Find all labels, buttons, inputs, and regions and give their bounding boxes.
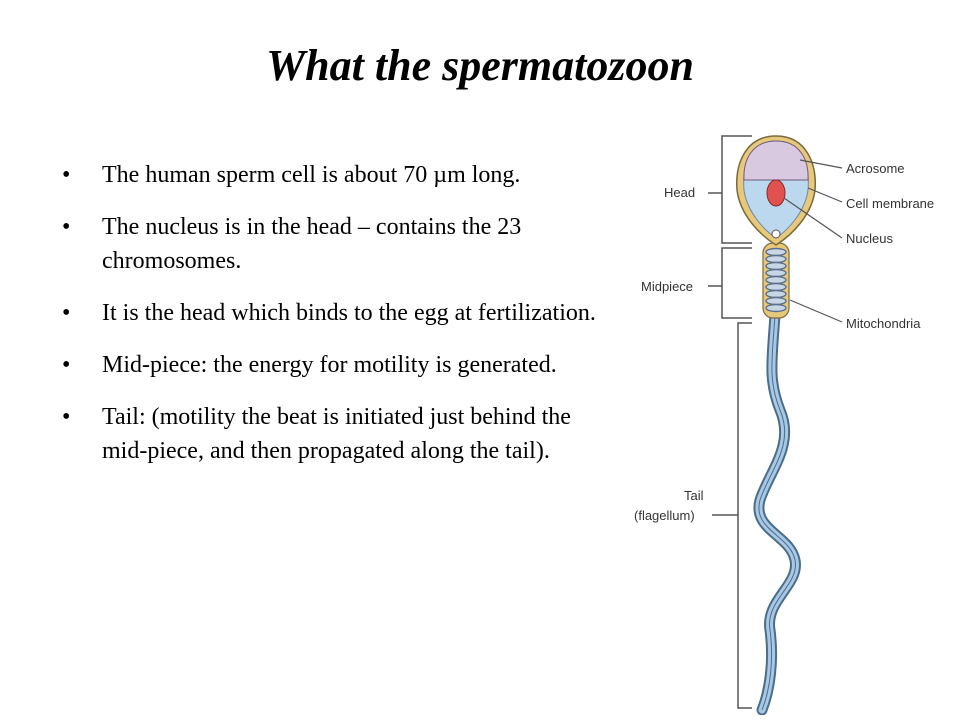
midpiece-bracket [708,247,752,319]
slide-title: What the spermatozoon [266,41,694,90]
tail-bracket [712,322,752,709]
cell-membrane-label: Cell membrane [846,196,934,211]
mitochondria-label: Mitochondria [846,316,921,331]
head-bracket [708,135,752,244]
tail-shape [753,309,801,715]
bullet-item: • It is the head which binds to the egg … [62,296,607,330]
bullet-marker: • [62,352,71,378]
bullet-marker: • [62,300,71,326]
bullet-text: Tail: (motility the beat is initiated ju… [102,404,571,464]
nucleus [766,179,786,207]
bullet-item: • Tail: (motility the beat is initiated … [62,400,607,468]
bullet-marker: • [62,404,71,430]
flagellum-label: (flagellum) [634,508,695,523]
bullet-text: The human sperm cell is about 70 µm long… [102,162,521,188]
leader-lines [783,159,843,323]
axoneme-line [758,314,796,711]
bullet-list: • The human sperm cell is about 70 µm lo… [62,158,607,486]
nucleus-label: Nucleus [846,231,893,246]
bullet-marker: • [62,214,71,240]
bullet-item: • The human sperm cell is about 70 µm lo… [62,158,607,192]
centriole-icon [771,229,781,239]
bullet-text: Mid-piece: the energy for motility is ge… [102,352,557,378]
mitochondria-coil [765,247,787,313]
bullet-item: • The nucleus is in the head – contains … [62,210,607,278]
bullet-marker: • [62,162,71,188]
sperm-diagram: Head Midpiece Tail (flagellum) Acrosome … [634,135,934,715]
midpiece-label: Midpiece [641,279,693,294]
bullet-text: It is the head which binds to the egg at… [102,300,596,326]
head-label: Head [664,185,695,200]
acrosome-label: Acrosome [846,161,905,176]
bullet-item: • Mid-piece: the energy for motility is … [62,348,607,382]
bullet-text: The nucleus is in the head – contains th… [102,214,522,274]
tail-label: Tail [684,488,704,503]
